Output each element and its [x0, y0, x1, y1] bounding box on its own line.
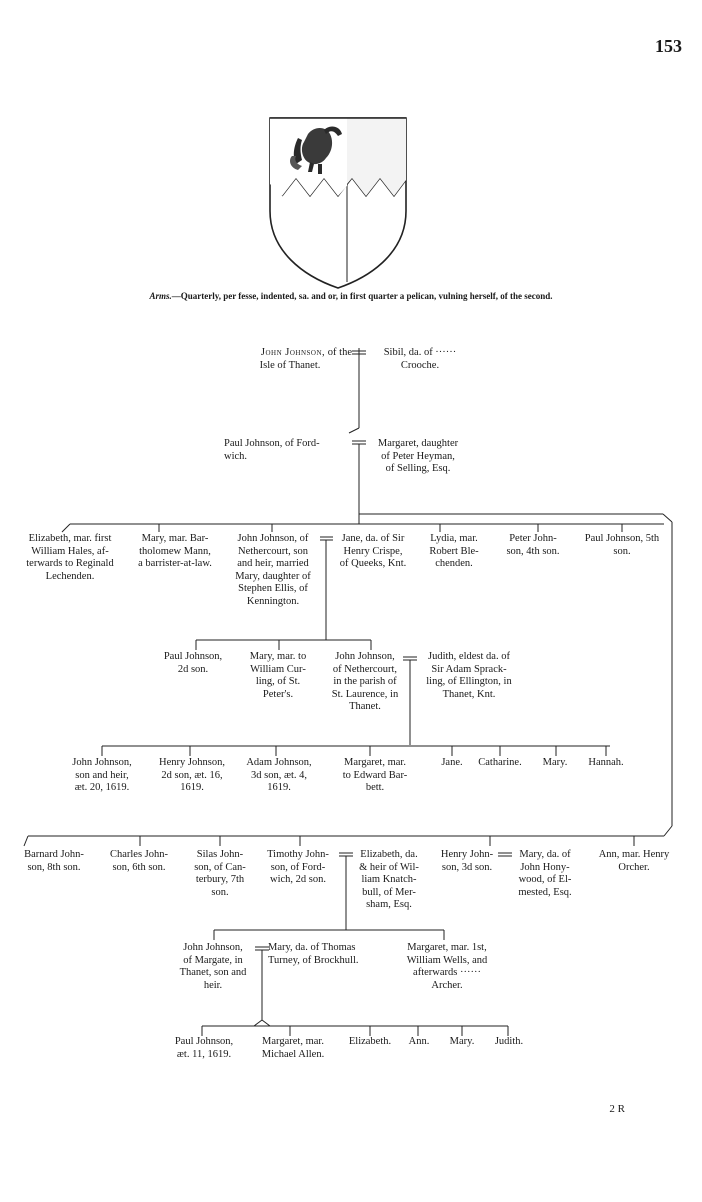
entry-timothy-johnson: Timothy John- son, of Ford- wich, 2d son… — [267, 849, 329, 886]
entry-peter-johnson: Peter John- son, 4th son. — [506, 533, 560, 557]
entry-barnard-johnson: Barnard John- son, 8th son. — [24, 849, 84, 873]
entry-sibil: Sibil, da. of ······ Crooche. — [383, 347, 457, 371]
entry-mary-mann: Mary, mar. Bar- tholomew Mann, a barrist… — [138, 533, 212, 570]
entry-margaret-heyman: Margaret, daughter of Peter Heyman, of S… — [377, 438, 459, 475]
entry-adam-johnson: Adam Johnson, 3d son, æt. 4, 1619. — [246, 757, 312, 794]
entry-mary-g7: Mary. — [449, 1036, 475, 1047]
entry-paul-johnson-ae11: Paul Johnson, æt. 11, 1619. — [174, 1036, 234, 1060]
entry-elizabeth-hales: Elizabeth, mar. first William Hales, af-… — [26, 533, 114, 582]
entry-jane-crispe: Jane, da. of Sir Henry Crispe, of Queeks… — [339, 533, 407, 570]
entry-elizabeth-knatchbull: Elizabeth, da. & heir of Wil- liam Knatc… — [359, 849, 419, 911]
entry-mary-turney: Mary, da. of Thomas Turney, of Brockhull… — [268, 942, 359, 966]
entry-charles-johnson: Charles John- son, 6th son. — [109, 849, 169, 873]
entry-elizabeth-g7: Elizabeth. — [348, 1036, 392, 1047]
entry-john-johnson-nethercourt: John Johnson, of Nethercourt, son and he… — [235, 533, 311, 607]
arms-label: Arms. — [149, 291, 172, 301]
signature-mark: 2 R — [609, 1103, 625, 1115]
entry-john-johnson-margate: John Johnson, of Margate, in Thanet, son… — [179, 942, 247, 991]
entry-margaret-wells: Margaret, mar. 1st, William Wells, and a… — [406, 942, 488, 991]
entry-paul-johnson-5th: Paul Johnson, 5th son. — [584, 533, 660, 557]
entry-judith-sprackling: Judith, eldest da. of Sir Adam Sprack- l… — [426, 651, 512, 700]
entry-silas-johnson: Silas John- son, of Can- terbury, 7th so… — [194, 849, 246, 898]
page-number: 153 — [655, 36, 682, 56]
entry-henry-johnson-2d: Henry Johnson, 2d son, æt. 16, 1619. — [159, 757, 225, 794]
entry-john-johnson-sr-place: Isle of Thanet. — [259, 360, 321, 371]
entry-mary-honywood: Mary, da. of John Hony- wood, of El- mes… — [518, 849, 572, 898]
entry-hannah: Hannah. — [588, 757, 624, 768]
entry-jane: Jane. — [441, 757, 463, 768]
arms-blazon: Arms.—Quarterly, per fesse, indented, sa… — [0, 291, 702, 301]
entry-margaret-allen: Margaret, mar. Michael Allen. — [261, 1036, 325, 1060]
entry-ann-orcher: Ann, mar. Henry Orcher. — [598, 849, 670, 873]
entry-judith-g7: Judith. — [494, 1036, 524, 1047]
entry-john-johnson-sr-name: John Johnson, — [260, 347, 326, 358]
entry-mary-g5: Mary. — [542, 757, 568, 768]
entry-john-johnson-heir: John Johnson, son and heir, æt. 20, 1619… — [72, 757, 132, 794]
pelican-charge — [290, 126, 342, 174]
entry-john-johnson-sr: John Johnson, of the — [190, 347, 352, 360]
entry-paul-johnson-sr: Paul Johnson, of Ford- wich. — [224, 438, 320, 462]
entry-mary-curling: Mary, mar. to William Cur- ling, of St. … — [249, 651, 307, 700]
entry-margaret-barbett: Margaret, mar. to Edward Bar- bett. — [342, 757, 408, 794]
arms-text: —Quarterly, per fesse, indented, sa. and… — [171, 291, 553, 301]
entry-henry-johnson-3d: Henry John- son, 3d son. — [440, 849, 494, 873]
entry-john-johnson-sr-rest: of the — [325, 347, 352, 358]
entry-paul-johnson-2d: Paul Johnson, 2d son. — [163, 651, 223, 675]
entry-lydia: Lydia, mar. Robert Ble- chenden. — [429, 533, 479, 570]
entry-john-johnson-stlaurence: John Johnson, of Nethercourt, in the par… — [331, 651, 399, 713]
entry-ann-g7: Ann. — [408, 1036, 430, 1047]
coat-of-arms-shield — [269, 117, 407, 289]
entry-catharine: Catharine. — [478, 757, 522, 768]
